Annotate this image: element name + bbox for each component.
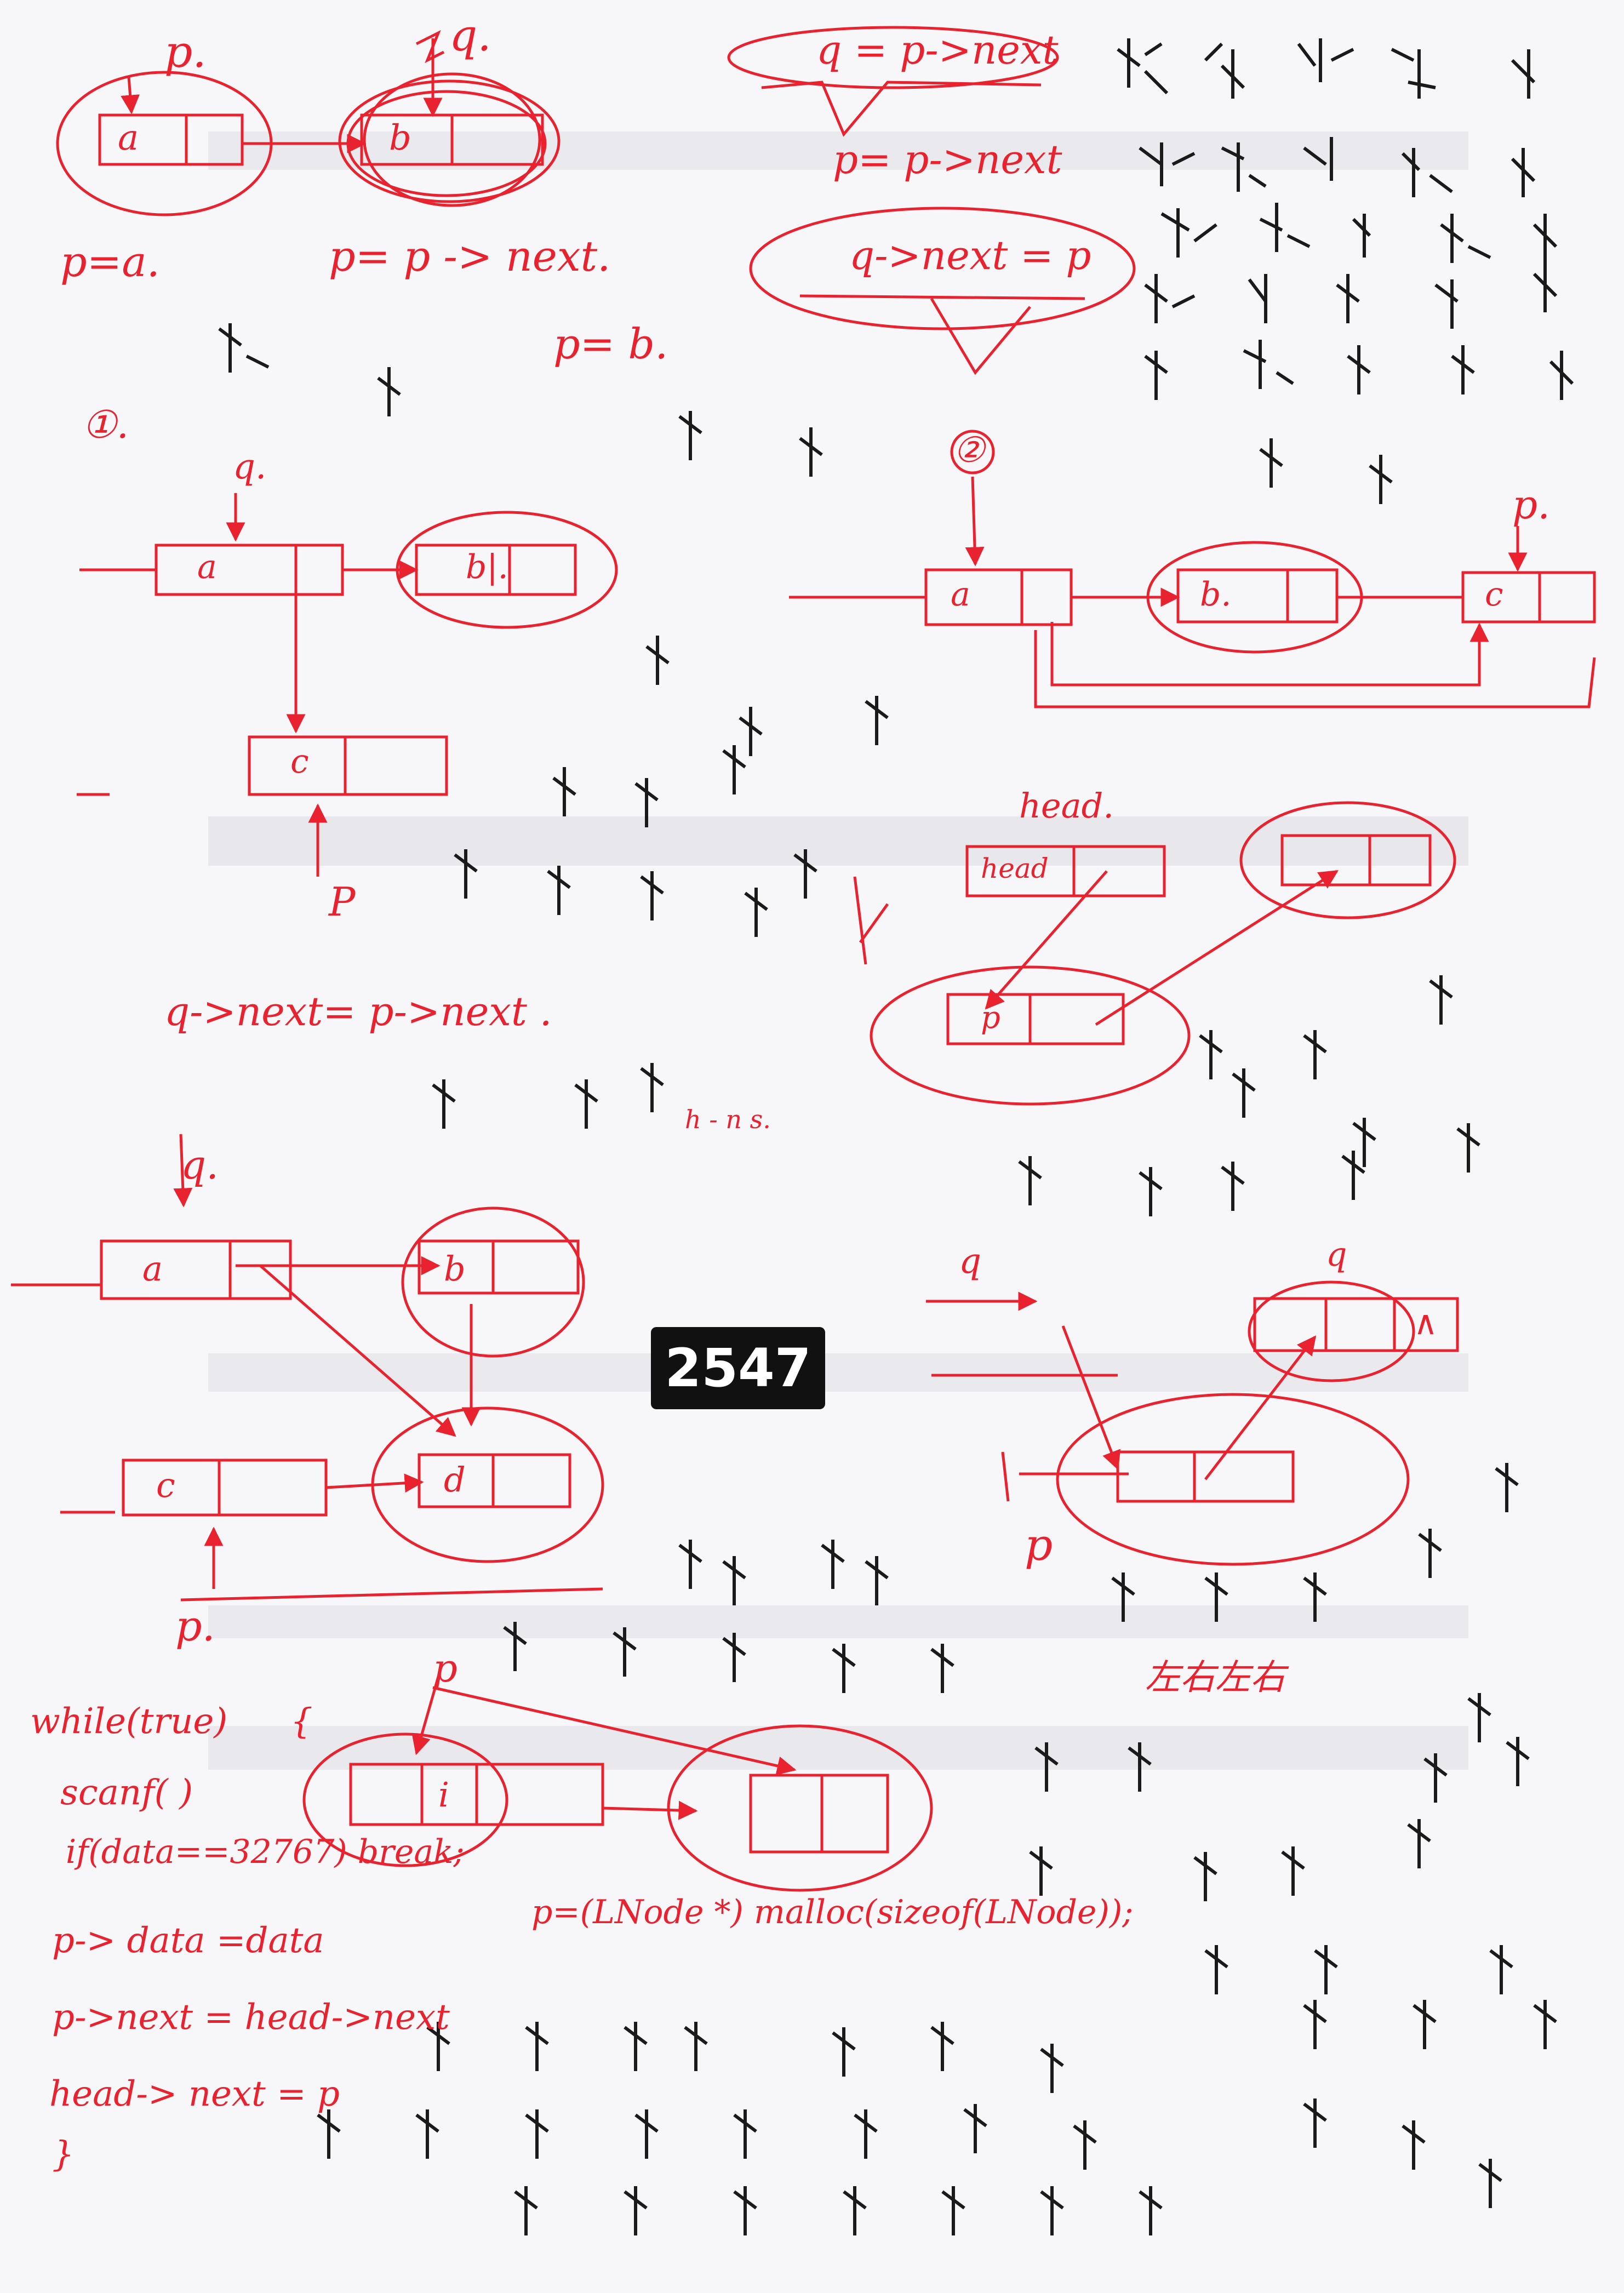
diagram2-q-label: q. bbox=[233, 447, 267, 487]
diagram6-last-node: ∧ bbox=[1414, 1304, 1438, 1342]
code-line-3: if(data==32767) break; bbox=[66, 1833, 465, 1871]
diagram1-node-a: a bbox=[118, 118, 139, 158]
diagram1-p-eq-a: p=a. bbox=[60, 237, 160, 286]
diagram5-node-d: d bbox=[444, 1460, 466, 1500]
diagram4-stray: h - n s. bbox=[685, 1105, 771, 1134]
code-line-1: while(true) bbox=[30, 1701, 228, 1742]
diagram1-p-next: p= p -> next. bbox=[329, 232, 611, 281]
diagram2-p-label: P bbox=[329, 879, 356, 925]
code-line-5: p->next = head->next bbox=[52, 1997, 450, 2038]
diagram2-marker: ①. bbox=[82, 402, 129, 447]
diagram3-node-a: a bbox=[951, 575, 970, 614]
code-brace-open: { bbox=[290, 1701, 313, 1742]
diagram5-node-c: c bbox=[156, 1465, 175, 1505]
code-line-4: p-> data =data bbox=[52, 1920, 324, 1961]
diagram1-node-b: b bbox=[389, 118, 411, 158]
diagram2-node-c: c bbox=[290, 742, 309, 781]
diagram4-head-node: head bbox=[981, 853, 1049, 884]
diagram3-p-label: p. bbox=[1512, 482, 1550, 528]
diagram6-q-label-2: q bbox=[1326, 1236, 1347, 1274]
diagram-1 bbox=[56, 30, 561, 216]
diagram7-node: i bbox=[438, 1775, 449, 1815]
practice-characters bbox=[218, 38, 1574, 2235]
diagram7-p-label: p bbox=[433, 1646, 458, 1691]
page-number-badge: 2547 bbox=[651, 1327, 825, 1409]
statement-p-eq-p-next: p= p->next bbox=[833, 136, 1062, 182]
diagram2-node-a: a bbox=[197, 548, 217, 586]
diagram1-q-label: q. bbox=[449, 10, 491, 61]
diagram4-p-node: p bbox=[981, 1000, 1000, 1036]
diagram5-p-label: p. bbox=[175, 1602, 215, 1650]
diagram5-node-a: a bbox=[142, 1249, 163, 1289]
code-malloc: p=(LNode *) malloc(sizeof(LNode)); bbox=[531, 1893, 1134, 1931]
code-line-6: head-> next = p bbox=[49, 2074, 340, 2114]
statement-q-next-eq-p: q->next = p bbox=[849, 232, 1091, 278]
diagram5-q-label: q. bbox=[181, 1142, 219, 1188]
code-line-7: } bbox=[52, 2134, 75, 2175]
diagram-2 bbox=[77, 493, 618, 877]
diagram6-q-label: q bbox=[959, 1241, 981, 1282]
statements-block bbox=[727, 26, 1136, 375]
statement-q-eq-p-next: q = p->next bbox=[816, 27, 1059, 73]
diagram2-node-b: b|. bbox=[466, 548, 508, 586]
code-line-2: scanf( ) bbox=[60, 1772, 193, 1813]
diagram3-node-c: c bbox=[1485, 575, 1503, 614]
diagram-7 bbox=[302, 1676, 933, 1892]
diagram3-node-b: b. bbox=[1200, 575, 1232, 614]
diagram-3 bbox=[789, 430, 1596, 708]
diagram6-note: 左右左右 bbox=[1145, 1657, 1285, 1698]
diagram4-head-label: head. bbox=[1019, 786, 1114, 826]
diagram3-marker: ② bbox=[953, 430, 985, 471]
diagram-4 bbox=[853, 801, 1456, 1106]
diagram5-node-b: b bbox=[444, 1249, 466, 1289]
diagram2-caption: q->next= p->next . bbox=[164, 988, 552, 1034]
diagram-5 bbox=[11, 1134, 604, 1602]
diagram1-p-label: p. bbox=[164, 26, 207, 77]
diagram1-p-eq-b: p= b. bbox=[553, 319, 668, 368]
diagram6-p-label: p bbox=[1025, 1519, 1053, 1570]
background-print bbox=[208, 131, 1468, 1770]
diagram-6 bbox=[926, 1280, 1459, 1566]
